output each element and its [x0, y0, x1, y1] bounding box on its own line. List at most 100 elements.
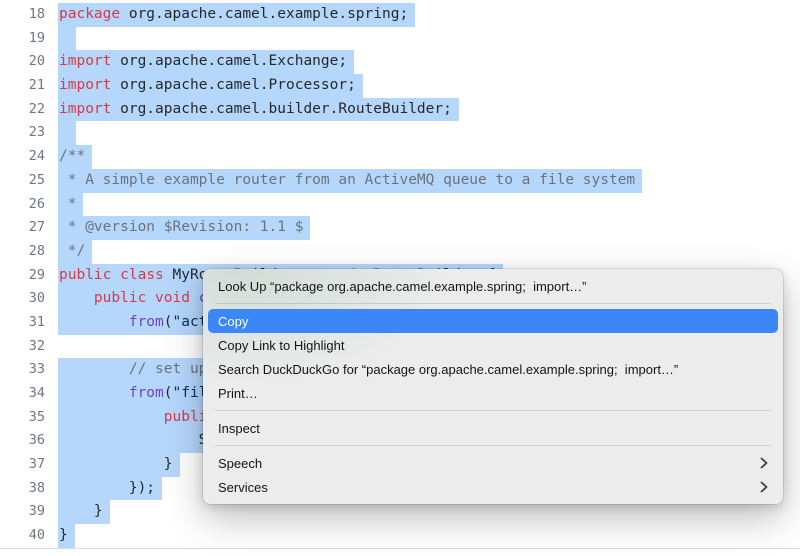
code-token: (	[163, 313, 173, 330]
line-number: 38	[28, 479, 45, 496]
code-token: import	[59, 77, 112, 94]
line-number: 35	[28, 408, 45, 425]
code-line: 25 * A simple example router from an Act…	[0, 168, 800, 193]
code-line-content: package org.apache.camel.example.spring;	[58, 3, 416, 27]
code-token: public	[93, 290, 147, 307]
selection-highlight: import org.apache.camel.Processor;	[58, 74, 363, 98]
code-line-content: }	[58, 453, 180, 477]
code-token: org.apache.camel.example.spring;	[120, 6, 409, 22]
code-line-content	[58, 26, 76, 51]
code-line: 37 }	[0, 453, 800, 477]
selection-highlight: */	[58, 239, 93, 264]
line-number: 33	[28, 361, 45, 378]
menu-item-label: Look Up “package org.apache.camel.exampl…	[218, 278, 587, 294]
line-number: 34	[28, 385, 45, 401]
menu-item-label: Print…	[218, 385, 258, 401]
menu-separator	[215, 303, 771, 304]
menu-item-label: Copy	[218, 313, 249, 329]
menu-item-print[interactable]: Print…	[203, 381, 783, 405]
code-line-content: import org.apache.camel.Processor;	[58, 74, 363, 98]
line-number: 30	[28, 290, 45, 307]
code-token: });	[59, 479, 156, 496]
code-token: import	[59, 100, 112, 117]
menu-item-copy-link-to-highlight[interactable]: Copy Link to Highlight	[203, 333, 783, 357]
code-token: }	[59, 527, 68, 544]
selection-highlight: *	[58, 192, 84, 217]
code-token	[111, 267, 120, 283]
menu-item-copy[interactable]: Copy	[208, 309, 778, 333]
line-number: 37	[28, 456, 45, 473]
menu-item-label: Inspect	[218, 420, 260, 436]
code-token: */	[59, 242, 86, 259]
code-token: * A simple example router from an Active…	[59, 171, 636, 188]
code-token	[146, 290, 155, 306]
code-token: from	[128, 385, 164, 401]
code-line: 40}	[0, 524, 800, 548]
code-token	[59, 409, 164, 425]
selection-highlight: package org.apache.camel.example.spring;	[58, 3, 416, 27]
code-token: org.apache.camel.Processor;	[111, 77, 356, 94]
content-bottom-border	[0, 548, 800, 549]
line-number: 29	[28, 266, 45, 283]
code-token	[190, 290, 199, 306]
code-token: void	[155, 290, 190, 307]
line-number: 24	[28, 148, 45, 165]
selection-highlight: }	[58, 453, 180, 477]
code-line-content: /**	[58, 145, 93, 169]
menu-item-inspect[interactable]: Inspect	[203, 416, 783, 440]
code-line: 22 import org.apache.camel.builder.RouteB…	[0, 97, 800, 122]
code-token: org.apache.camel.Exchange;	[111, 53, 348, 70]
code-token	[59, 361, 129, 377]
menu-item-speech[interactable]: Speech	[203, 451, 783, 475]
code-token: }	[59, 456, 173, 473]
code-line-content: * @version $Revision: 1.1 $	[58, 216, 311, 240]
code-line-content: });	[58, 476, 163, 501]
line-number: 36	[28, 432, 45, 449]
code-line: 26 *	[0, 192, 800, 217]
code-token: import	[59, 53, 112, 70]
line-number: 26	[28, 195, 45, 212]
code-line-content: }	[58, 500, 110, 525]
code-token: /**	[59, 148, 86, 165]
code-token: from	[128, 313, 164, 330]
selection-highlight: });	[58, 476, 163, 501]
selection-highlight: }	[58, 524, 75, 548]
selection-highlight	[58, 26, 76, 51]
code-line: 24 /**	[0, 145, 800, 169]
line-number: 22	[28, 100, 45, 117]
code-token: (	[163, 385, 173, 401]
code-line-content: import org.apache.camel.Exchange;	[58, 50, 355, 75]
code-line: 32	[0, 335, 800, 359]
code-token	[59, 314, 129, 330]
code-token: public	[59, 266, 112, 283]
menu-item-label: Services	[218, 479, 268, 495]
menu-item-search-duckduckgo[interactable]: Search DuckDuckGo for “package org.apach…	[203, 357, 783, 381]
code-line: 23	[0, 121, 800, 146]
selection-highlight: * @version $Revision: 1.1 $	[58, 216, 311, 240]
code-line-content: import org.apache.camel.builder.RouteBui…	[58, 97, 459, 122]
code-token: }	[59, 503, 103, 520]
code-line: 39 }	[0, 500, 800, 525]
menu-item-label: Copy Link to Highlight	[218, 337, 345, 353]
line-number: 28	[28, 242, 45, 259]
line-number: 19	[28, 29, 45, 46]
code-token	[59, 290, 94, 306]
code-token: *	[59, 195, 77, 212]
code-line-content: *	[58, 192, 84, 217]
menu-item-services[interactable]: Services	[203, 475, 783, 499]
selection-highlight: import org.apache.camel.Exchange;	[58, 50, 355, 75]
code-line-content: }	[58, 524, 75, 548]
code-token: org.apache.camel.builder.RouteBuilder;	[111, 100, 452, 117]
line-number: 25	[28, 171, 45, 188]
code-line-content: */	[58, 239, 93, 264]
code-token: class	[120, 266, 164, 283]
code-token: * @version $Revision: 1.1 $	[59, 219, 304, 236]
selection-highlight	[58, 121, 76, 146]
chevron-right-icon	[760, 481, 768, 493]
menu-item-look-up[interactable]: Look Up “package org.apache.camel.exampl…	[203, 274, 783, 298]
selection-highlight: }	[58, 500, 110, 525]
code-line: 38 });	[0, 476, 800, 501]
